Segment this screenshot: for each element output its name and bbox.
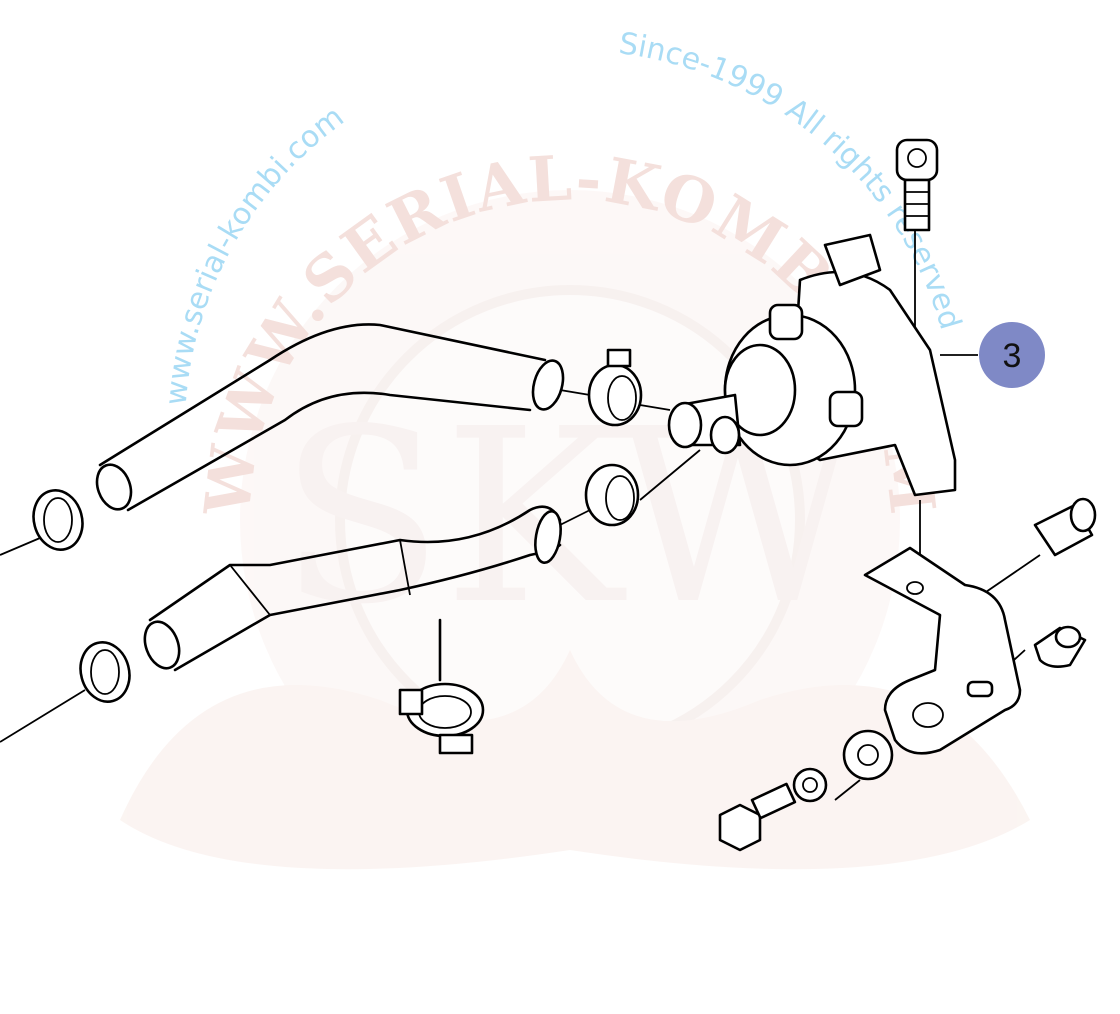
hex-bolt — [718, 782, 797, 852]
hose-clamp — [584, 463, 640, 527]
water-pump — [667, 233, 957, 497]
washer — [842, 729, 894, 781]
hose-clamp — [79, 641, 131, 703]
nut — [792, 767, 828, 803]
rubber-bushing — [1033, 625, 1087, 668]
cap-bolt — [895, 138, 939, 232]
lower-hose — [143, 505, 562, 672]
callout-3[interactable]: 3 — [940, 322, 1045, 388]
upper-hose — [95, 323, 565, 512]
watermark-logo: SKW — [120, 190, 1030, 870]
callout-badge — [979, 322, 1045, 388]
callout-label: 3 — [1003, 337, 1022, 375]
mounting-bracket — [863, 546, 1022, 755]
hose-clamp — [32, 489, 84, 551]
screw-clamp — [398, 618, 485, 755]
rubber-bushing — [1033, 497, 1097, 557]
